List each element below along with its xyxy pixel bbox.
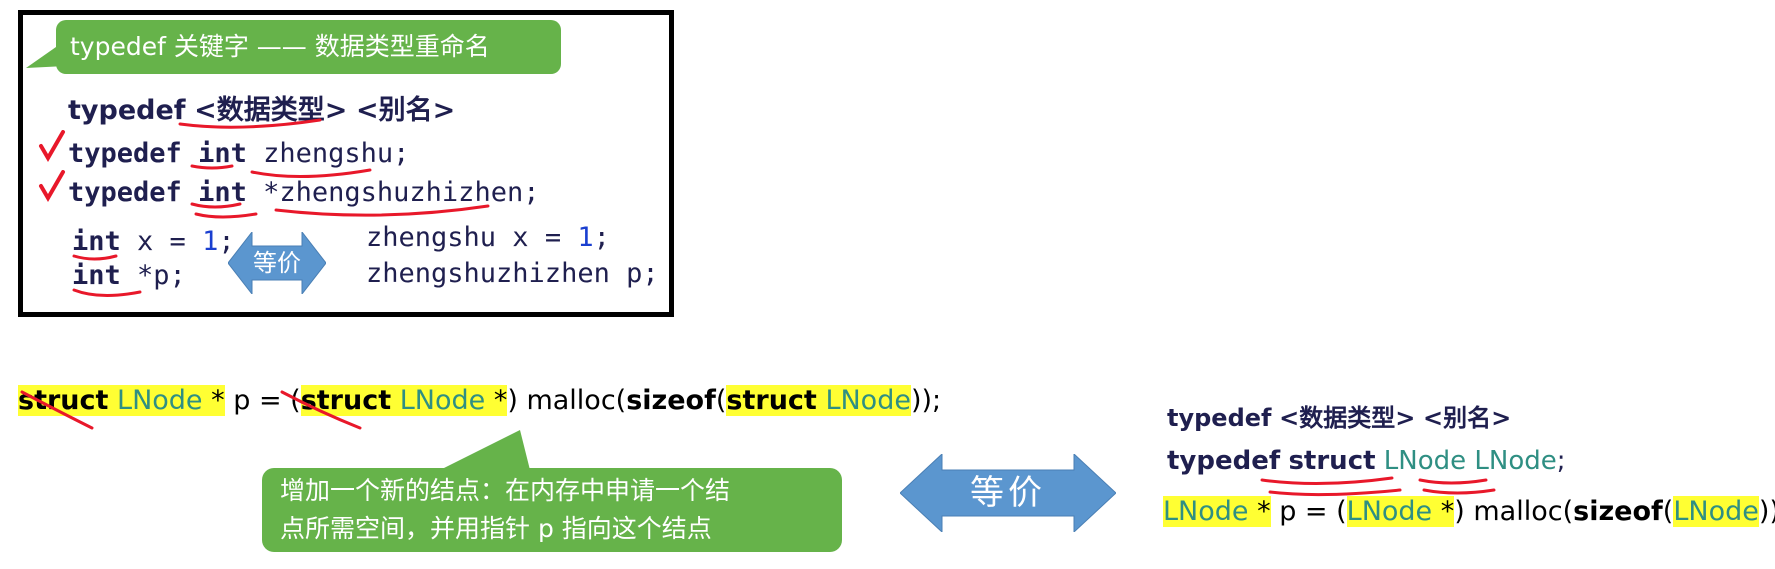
- decl-rest: p;: [609, 258, 659, 289]
- typedef-keyword: typedef: [68, 95, 186, 126]
- lnode-type: LNode: [1673, 496, 1759, 527]
- lnode-type: LNode: [1163, 496, 1249, 527]
- underline-mark-icon: [1418, 478, 1488, 485]
- alias-placeholder: <别名>: [1422, 404, 1512, 432]
- typedef-syntax-line: typedef <数据类型> <别名>: [1167, 398, 1511, 433]
- callout-line: 点所需空间，并用指针 p 指向这个结点: [280, 514, 712, 543]
- equivalence-label: 等价: [970, 473, 1046, 513]
- pointer-star: *: [202, 385, 225, 416]
- number-literal: 1: [202, 226, 219, 257]
- int-keyword: int: [198, 138, 247, 169]
- assignment-text: p = (: [224, 385, 301, 416]
- pointer-star: *: [1432, 496, 1455, 527]
- typedef-keyword: typedef: [68, 177, 182, 208]
- typedef-keyword: typedef: [68, 138, 182, 169]
- lnode-alias: LNode: [1474, 446, 1557, 476]
- number-literal: 1: [577, 222, 594, 253]
- decl-rest: *p;: [120, 260, 186, 291]
- int-keyword: int: [198, 177, 247, 208]
- struct-malloc-line: struct LNode * p = (struct LNode *) mall…: [18, 385, 941, 416]
- underline-mark-icon: [1422, 488, 1496, 495]
- paren: (: [1662, 496, 1674, 527]
- struct-keyword: struct: [726, 385, 817, 416]
- double-arrow-icon: 等价: [899, 452, 1117, 534]
- lnode-malloc-line: LNode * p = (LNode *) malloc(sizeof(LNod…: [1163, 496, 1775, 527]
- sizeof-keyword: sizeof: [1573, 496, 1663, 527]
- int-keyword: int: [72, 226, 121, 257]
- typedef-keyword: typedef: [1167, 404, 1272, 432]
- callout-malloc-explanation: 增加一个新的结点：在内存中申请一个结 点所需空间，并用指针 p 指向这个结点: [262, 468, 842, 552]
- pointer-star: *: [263, 177, 280, 208]
- check-mark-icon: [39, 170, 65, 202]
- lnode-type: LNode: [825, 385, 911, 416]
- semicolon: ;: [593, 222, 610, 253]
- alias-type: zhengshuzhizhen: [366, 258, 610, 289]
- semicolon: ;: [218, 226, 235, 257]
- callout-typedef-title: typedef 关键字 —— 数据类型重命名: [56, 20, 561, 74]
- int-keyword: int: [72, 260, 121, 291]
- alias-zhengshuzhizhen: zhengshuzhizhen: [279, 177, 524, 208]
- declaration-zhengshu-x: zhengshu x = 1;: [366, 222, 610, 253]
- pointer-star: *: [1248, 496, 1271, 527]
- semicolon: ;: [1556, 446, 1566, 476]
- declaration-zhengshuzhizhen-p: zhengshuzhizhen p;: [366, 258, 659, 289]
- callout-line: 增加一个新的结点：在内存中申请一个结: [280, 476, 731, 505]
- datatype-placeholder: <数据类型>: [1279, 404, 1416, 432]
- typedef-keyword: typedef: [1167, 446, 1281, 476]
- declaration-int-x: int x = 1;: [72, 226, 235, 257]
- typedef-int-pointer-line: typedef int *zhengshuzhizhen;: [68, 177, 539, 208]
- closing-parens: ));: [1758, 496, 1775, 527]
- callout-tail-icon: [440, 430, 530, 470]
- datatype-placeholder: <数据类型>: [194, 95, 348, 126]
- typedef-struct-line: typedef struct LNode LNode;: [1167, 446, 1566, 476]
- paren: (: [715, 385, 727, 416]
- pointer-star: *: [485, 385, 508, 416]
- closing-parens: ));: [910, 385, 942, 416]
- struct-keyword: struct: [1288, 446, 1376, 476]
- underline-mark-icon: [1260, 476, 1394, 486]
- underline-mark-icon: [1268, 488, 1402, 497]
- equivalence-label: 等价: [253, 249, 301, 277]
- decl-rest: x =: [496, 222, 578, 253]
- double-arrow-icon: 等价: [227, 230, 327, 296]
- malloc-call: ) malloc(: [1454, 496, 1574, 527]
- sizeof-keyword: sizeof: [626, 385, 716, 416]
- alias-type: zhengshu: [366, 222, 497, 253]
- assignment-text: p = (: [1270, 496, 1347, 527]
- alias-placeholder: <别名>: [355, 95, 456, 126]
- declaration-int-p: int *p;: [72, 260, 186, 291]
- semicolon: ;: [523, 177, 540, 208]
- lnode-type: LNode: [1346, 496, 1433, 527]
- lnode-type: LNode: [117, 385, 203, 416]
- typedef-int-line: typedef int zhengshu;: [68, 138, 409, 169]
- alias-zhengshu: zhengshu: [263, 138, 394, 169]
- semicolon: ;: [393, 138, 410, 169]
- lnode-type: LNode: [1383, 446, 1467, 476]
- malloc-call: ) malloc(: [507, 385, 627, 416]
- check-mark-icon: [39, 130, 65, 162]
- typedef-syntax-line: typedef <数据类型> <别名>: [68, 88, 455, 127]
- struct-keyword: struct: [18, 385, 109, 416]
- struct-keyword: struct: [300, 385, 392, 416]
- decl-rest: x =: [120, 226, 203, 257]
- lnode-type: LNode: [399, 385, 486, 416]
